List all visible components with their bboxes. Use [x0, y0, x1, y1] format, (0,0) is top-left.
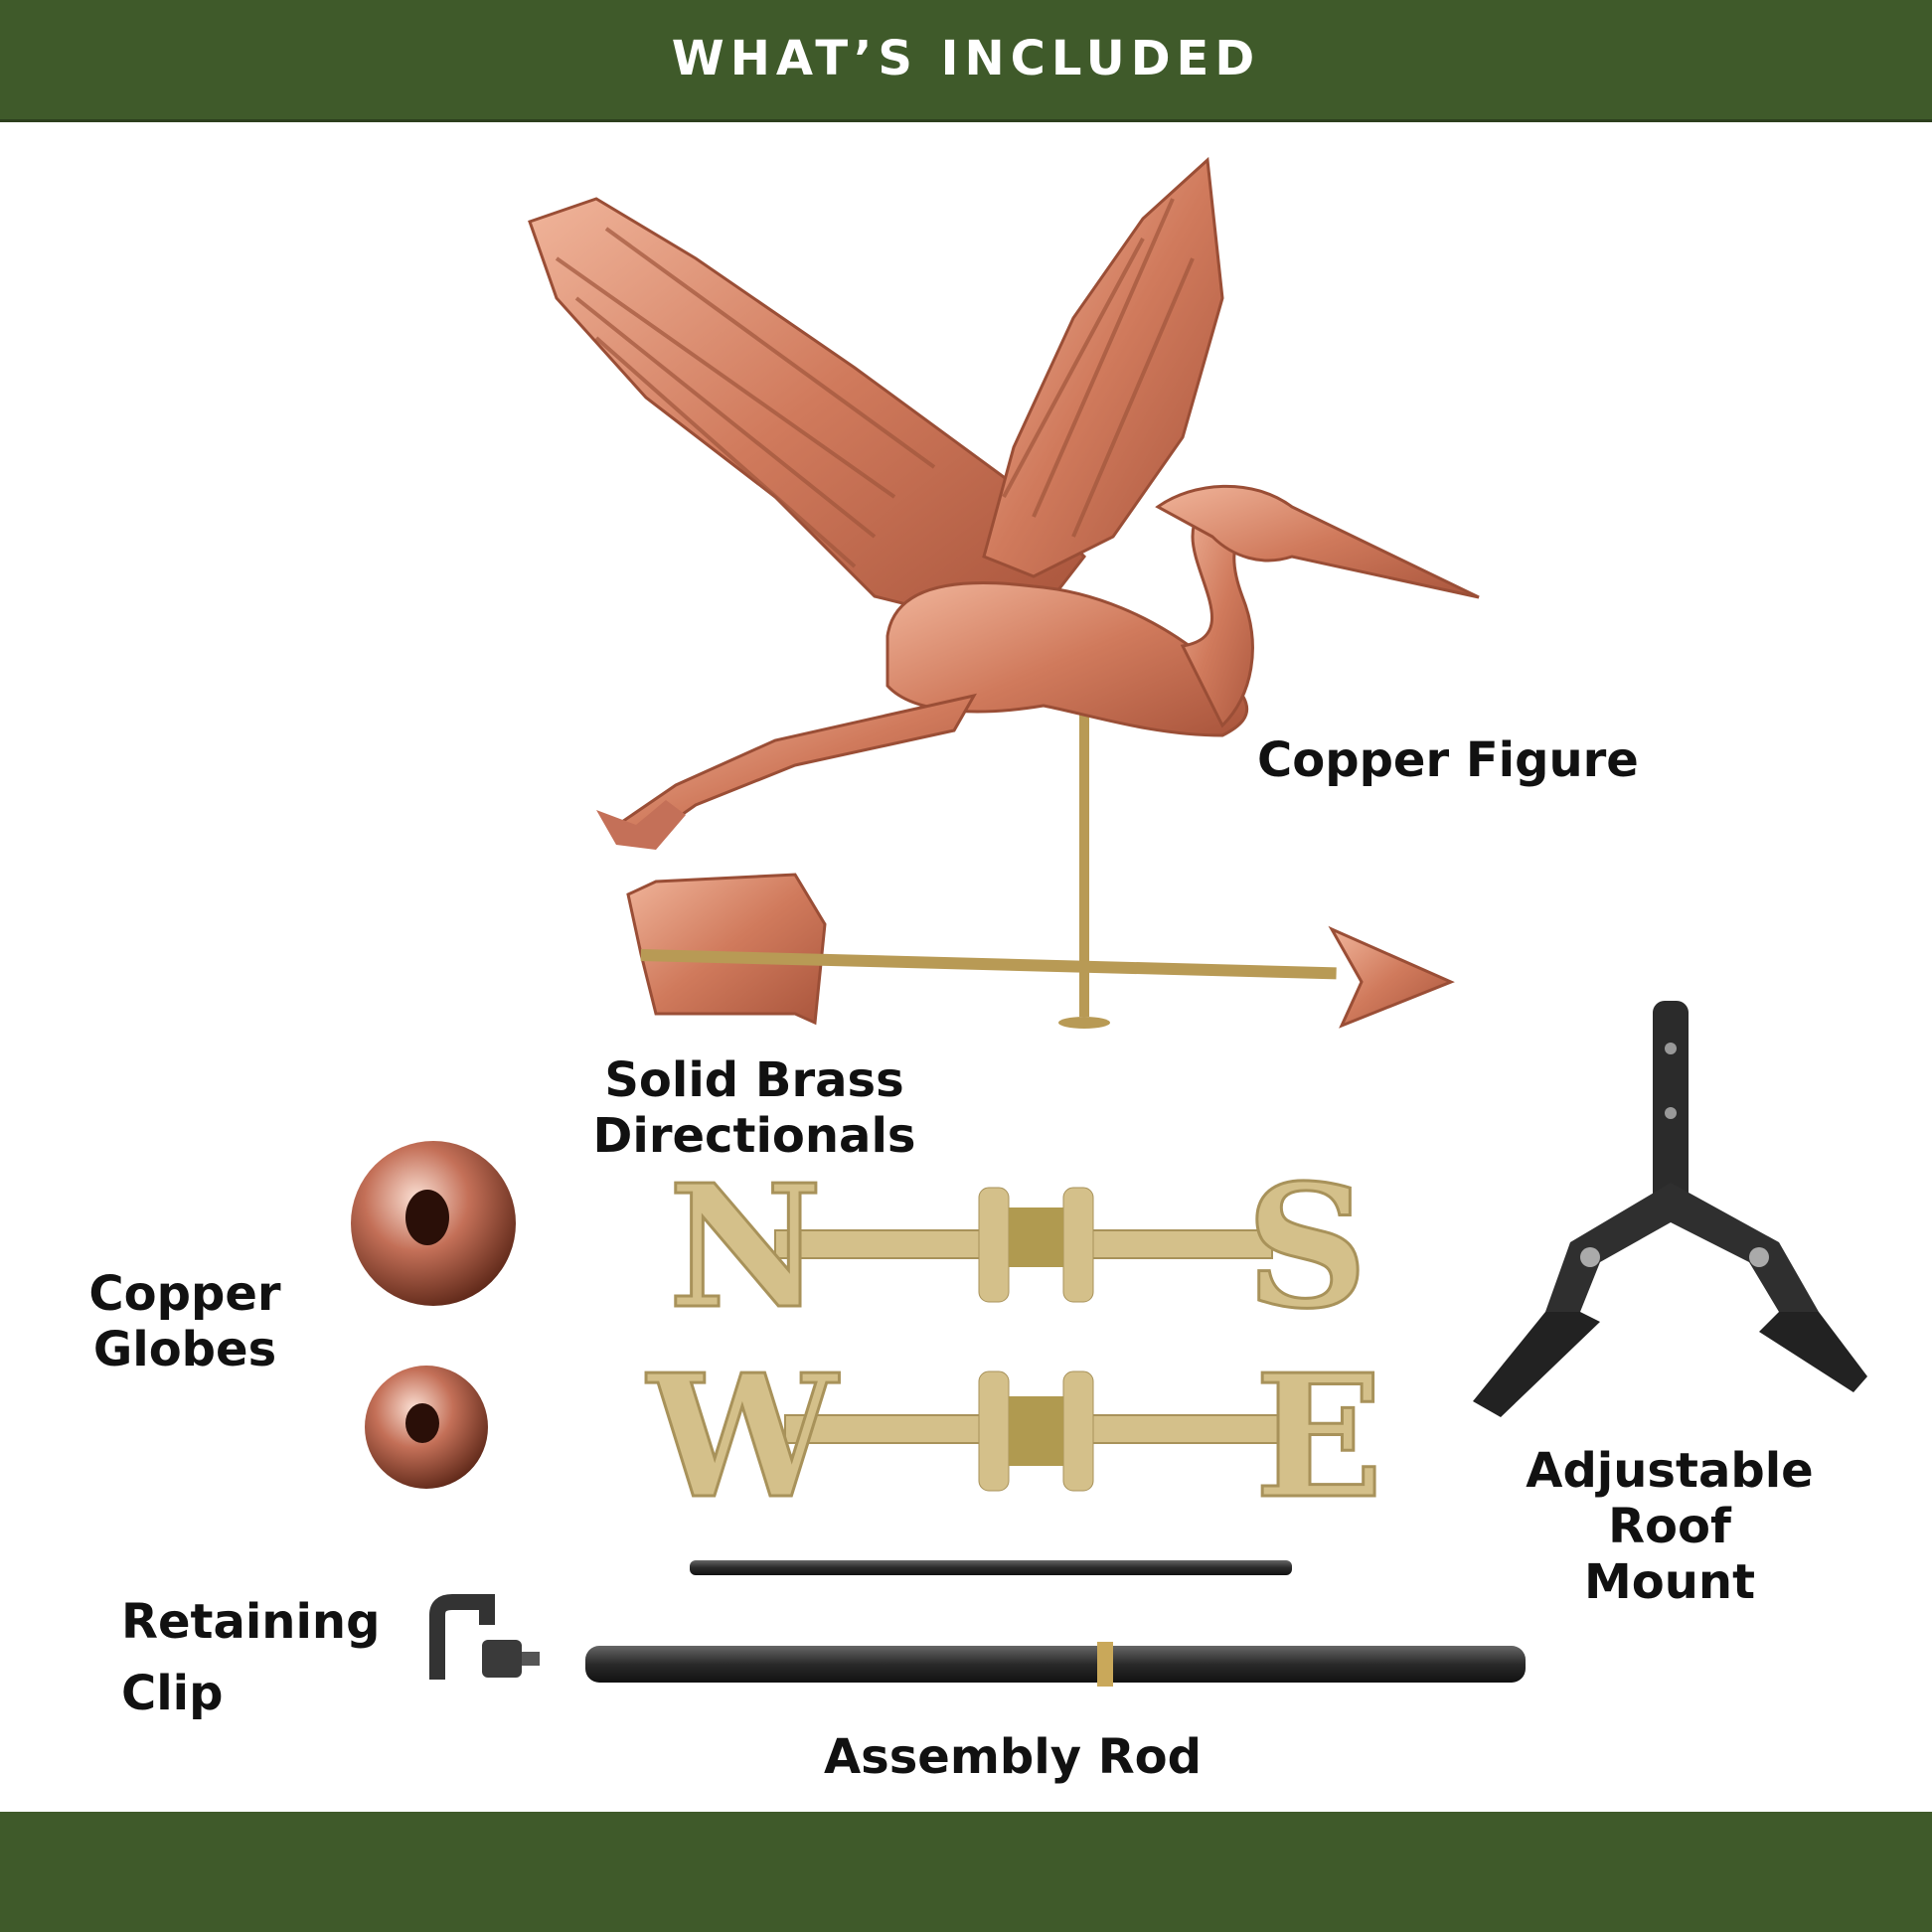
letter-w: W	[646, 1338, 840, 1536]
arrow-directional	[626, 873, 1455, 1029]
letter-e: E	[1254, 1338, 1383, 1536]
right-wing	[982, 156, 1224, 578]
label-line: Copper	[88, 1266, 281, 1322]
figure-pole	[1079, 709, 1089, 1017]
label-retaining-clip: Retaining Clip	[121, 1586, 380, 1729]
arrow-head	[1328, 925, 1455, 1029]
label-copper-globes: Copper Globes	[56, 1266, 314, 1377]
brass-directionals: N S W E	[644, 1147, 1384, 1538]
label-line: Clip	[121, 1666, 224, 1721]
letter-n: N	[668, 1148, 822, 1347]
pole-base	[1058, 1017, 1110, 1029]
adjustable-roof-mount	[1473, 1001, 1867, 1417]
label-roof-mount: Adjustable Roof Mount	[1501, 1443, 1839, 1610]
label-directionals: Solid Brass Directionals	[556, 1052, 953, 1164]
page-title: WHAT’S INCLUDED	[671, 31, 1261, 86]
label-line: Mount	[1583, 1554, 1756, 1610]
label-line: Solid Brass	[604, 1052, 904, 1108]
thin-rod	[690, 1560, 1292, 1575]
label-assembly-rod: Assembly Rod	[824, 1729, 1202, 1785]
rod-brass-collar	[1097, 1642, 1113, 1687]
retaining-clip	[429, 1594, 540, 1680]
copper-globes	[351, 1141, 516, 1489]
arrow-tail-feathers	[626, 873, 827, 1026]
letter-s: S	[1246, 1148, 1368, 1347]
assembly-rod	[585, 1646, 1526, 1683]
footer-bar	[0, 1812, 1932, 1932]
copper-heron-figure	[528, 156, 1480, 1029]
label-line: Roof	[1608, 1499, 1731, 1554]
heron-body	[886, 581, 1249, 737]
heron-head	[1155, 484, 1480, 599]
header-bar: WHAT’S INCLUDED	[0, 0, 1932, 122]
label-copper-figure: Copper Figure	[1257, 732, 1639, 788]
label-line: Adjustable	[1526, 1443, 1814, 1499]
heron-feet	[596, 800, 686, 850]
label-line: Directionals	[592, 1108, 916, 1164]
arrow-shaft	[640, 948, 1337, 980]
label-line: Globes	[92, 1322, 277, 1377]
label-line: Retaining	[121, 1594, 381, 1650]
